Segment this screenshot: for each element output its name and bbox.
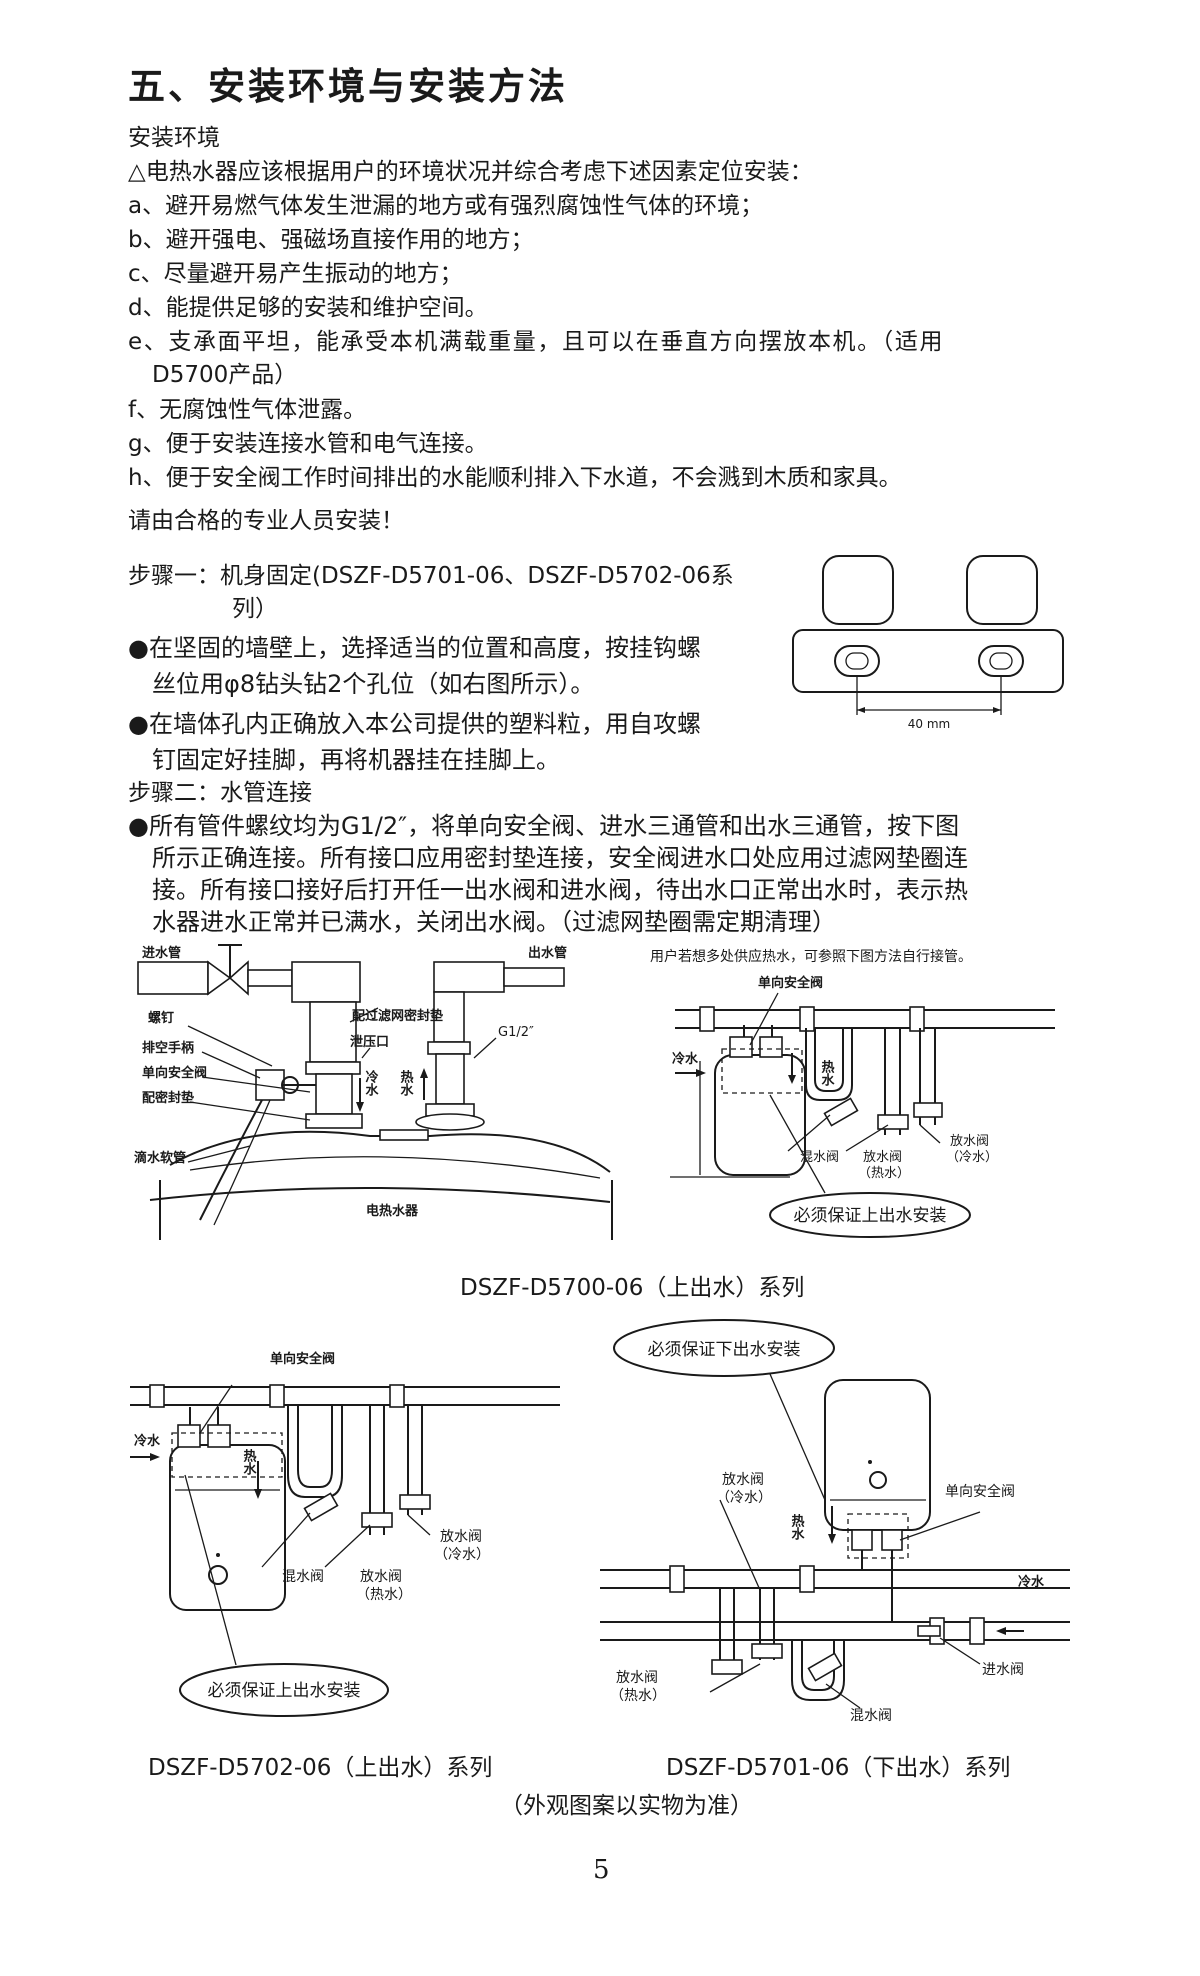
check-valve-label: 单向安全阀: [142, 1065, 207, 1081]
drain-valve-hot-sub: （热水）: [610, 1688, 666, 1704]
mixing-valve-label: 混水阀: [800, 1150, 839, 1165]
step1-bullet1: ●在坚固的墙壁上，选择适当的位置和高度，按挂钩螺: [128, 634, 701, 662]
drain-valve-cold-sub: （冷水）: [434, 1547, 490, 1563]
drain-valve-hot-label: 放水阀: [360, 1569, 402, 1585]
top-outlet-warning: 必须保证上出水安装: [794, 1206, 947, 1226]
environment-heading: 安装环境: [128, 125, 220, 151]
d5701-connection-diagram: 必须保证下出水安装 放水阀 （冷水） 热水 单向安全阀 冷水 进水阀 放水阀 （…: [600, 1319, 1070, 1724]
drain-valve-cold-label: 放水阀: [950, 1134, 989, 1149]
cold-water-label: 冷水: [363, 1069, 379, 1097]
check-valve-label: 单向安全阀: [758, 975, 823, 991]
wall-bracket-diagram: 40 mm: [792, 555, 1064, 731]
heater-body: [169, 1444, 286, 1611]
hook-right: [966, 555, 1038, 625]
thread-spec-label: G1/2″: [498, 1025, 534, 1040]
bracket-dimension: 40 mm: [908, 717, 950, 731]
environment-item-h: h、便于安全阀工作时间排出的水能顺利排入下水道，不会溅到木质和家具。: [128, 465, 902, 491]
hot-water-label: 热水: [789, 1513, 805, 1541]
drip-hose-label: 滴水软管: [134, 1150, 186, 1166]
cold-water-label: 冷水: [134, 1433, 161, 1449]
drain-valve-cold-sub: （冷水）: [946, 1150, 998, 1165]
hot-water-label: 热水: [241, 1448, 257, 1476]
caption-d5700: DSZF-D5700-06（上出水）系列: [460, 1275, 805, 1301]
mixing-valve-label: 混水阀: [850, 1708, 892, 1724]
drain-valve-hot-label: 放水阀: [616, 1670, 658, 1686]
environment-item-b: b、避开强电、强磁场直接作用的地方；: [128, 227, 534, 253]
d5702-connection-diagram: 单向安全阀 冷水 热水 混水阀 放水阀 （热水） 放水阀 （冷水） 必须保证上出…: [130, 1351, 560, 1717]
relief-port-label: 泄压口: [350, 1034, 389, 1050]
step2-line2: 所示正确连接。所有接口应用密封垫连接，安全阀进水口处应用过滤网垫圈连: [152, 844, 968, 872]
drain-valve-cold-label: 放水阀: [440, 1529, 482, 1545]
drain-valve-cold-label: 放水阀: [722, 1472, 764, 1488]
filter-gasket-label: 配过滤网密封垫: [352, 1008, 443, 1024]
check-valve-label: 单向安全阀: [945, 1483, 1015, 1500]
environment-item-c: c、尽量避开易产生振动的地方；: [128, 261, 463, 287]
environment-item-e-cont: D5700产品）: [152, 362, 298, 388]
step2-line1: ●所有管件螺纹均为G1/2″，将单向安全阀、进水三通管和出水三通管，按下图: [128, 812, 960, 840]
drain-valve-hot-sub: （热水）: [356, 1587, 412, 1603]
heater-body: [824, 1379, 931, 1531]
drain-valve-hot-label: 放水阀: [863, 1150, 902, 1165]
step1-bullet1-cont: 丝位用φ8钻头钻2个孔位（如右图所示）。: [152, 670, 595, 698]
top-outlet-warning: 必须保证上出水安装: [208, 1681, 361, 1701]
gasket-label: 配密封垫: [142, 1090, 194, 1106]
heater-label: 电热水器: [366, 1203, 419, 1219]
step2-title: 步骤二：水管连接: [128, 780, 312, 806]
page-number: 5: [593, 1855, 610, 1885]
step2-line3: 接。所有接口接好后打开任一出水阀和进水阀，待出水口正常出水时，表示热: [152, 876, 968, 904]
appearance-note: （外观图案以实物为准）: [500, 1793, 753, 1819]
inlet-valve-label: 进水阀: [982, 1662, 1024, 1678]
step1-bullet2-cont: 钉固定好挂脚，再将机器挂在挂脚上。: [152, 746, 560, 774]
mixing-valve-label: 混水阀: [282, 1569, 324, 1585]
bubble-outline: [769, 1192, 971, 1238]
environment-item-a: a、避开易燃气体发生泄漏的地方或有强烈腐蚀性气体的环境；: [128, 193, 764, 219]
bottom-outlet-warning: 必须保证下出水安装: [648, 1340, 801, 1360]
caption-d5701: DSZF-D5701-06（下出水）系列: [666, 1755, 1011, 1781]
environment-item-e: e、支承面平坦，能承受本机满载重量，且可以在垂直方向摆放本机。（适用: [128, 329, 945, 355]
slot-left: [834, 645, 880, 677]
step1-title: 步骤一：机身固定(DSZF-D5701-06、DSZF-D5702-06系: [128, 563, 734, 589]
hook-left: [822, 555, 894, 625]
step2-line4: 水器进水正常并已满水，关闭出水阀。（过滤网垫圈需定期清理）: [152, 908, 836, 936]
check-valve-label: 单向安全阀: [270, 1351, 335, 1367]
drain-valve-hot-sub: （热水）: [858, 1166, 910, 1181]
step1-title-cont: 列）: [232, 596, 278, 622]
cold-water-label: 冷水: [672, 1051, 699, 1067]
bracket-plate: [792, 629, 1064, 693]
slot-right: [978, 645, 1024, 677]
installer-warning: 请由合格的专业人员安装！: [128, 508, 404, 534]
outlet-pipe-label: 出水管: [528, 945, 567, 961]
environment-item-f: f、无腐蚀性气体泄露。: [128, 397, 367, 423]
caption-d5702: DSZF-D5702-06（上出水）系列: [148, 1755, 493, 1781]
hot-water-label: 热水: [819, 1059, 835, 1087]
step1-bullet2: ●在墙体孔内正确放入本公司提供的塑料粒，用自攻螺: [128, 710, 701, 738]
environment-intro: △电热水器应该根据用户的环境状况并综合考虑下述因素定位安装：: [128, 159, 813, 185]
drain-valve-cold-sub: （冷水）: [716, 1490, 772, 1506]
cold-water-label: 冷水: [1018, 1574, 1045, 1590]
hot-water-label: 热水: [398, 1069, 414, 1097]
multi-outlet-note: 用户若想多处供应热水，可参照下图方法自行接管。: [650, 949, 972, 965]
d5700-connection-diagram: 进水管 出水管 配过滤网密封垫 螺钉 泄压口 G1/2″ 排空手柄 单向安全阀 …: [134, 944, 613, 1240]
d5700-multi-outlet-diagram: 单向安全阀 冷水 热水 混水阀 放水阀 （热水） 放水阀 （冷水） 必须保证上出…: [670, 975, 1055, 1238]
drain-handle-label: 排空手柄: [142, 1040, 194, 1056]
environment-item-g: g、便于安装连接水管和电气连接。: [128, 431, 488, 457]
inlet-pipe-label: 进水管: [142, 945, 181, 961]
screw-label: 螺钉: [148, 1010, 174, 1026]
environment-item-d: d、能提供足够的安装和维护空间。: [128, 295, 488, 321]
page-title: 五、安装环境与安装方法: [128, 64, 568, 108]
